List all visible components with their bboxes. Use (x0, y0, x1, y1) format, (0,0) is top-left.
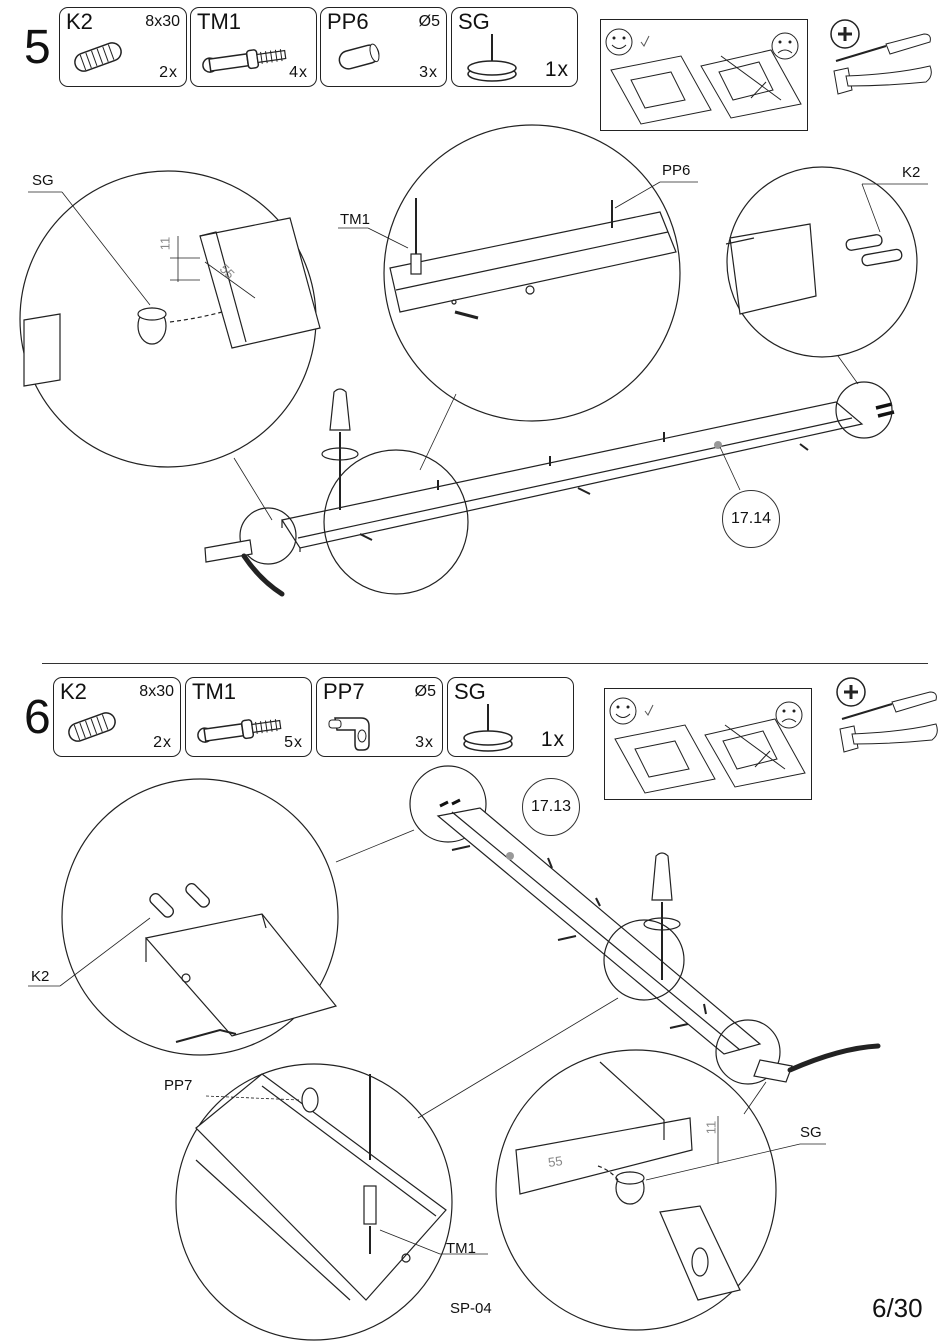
page-number: 6/30 (872, 1293, 923, 1324)
callout-sg: SG (800, 1124, 822, 1141)
dimension-height: 11 (703, 1121, 718, 1135)
dimension-inset: 55 (547, 1153, 563, 1170)
document-code: SP-04 (450, 1300, 492, 1317)
callout-tm1: TM1 (446, 1240, 476, 1257)
callout-k2: K2 (31, 968, 49, 985)
callout-pp7: PP7 (164, 1077, 192, 1094)
panel-ref-17-13: 17.13 (522, 778, 580, 836)
